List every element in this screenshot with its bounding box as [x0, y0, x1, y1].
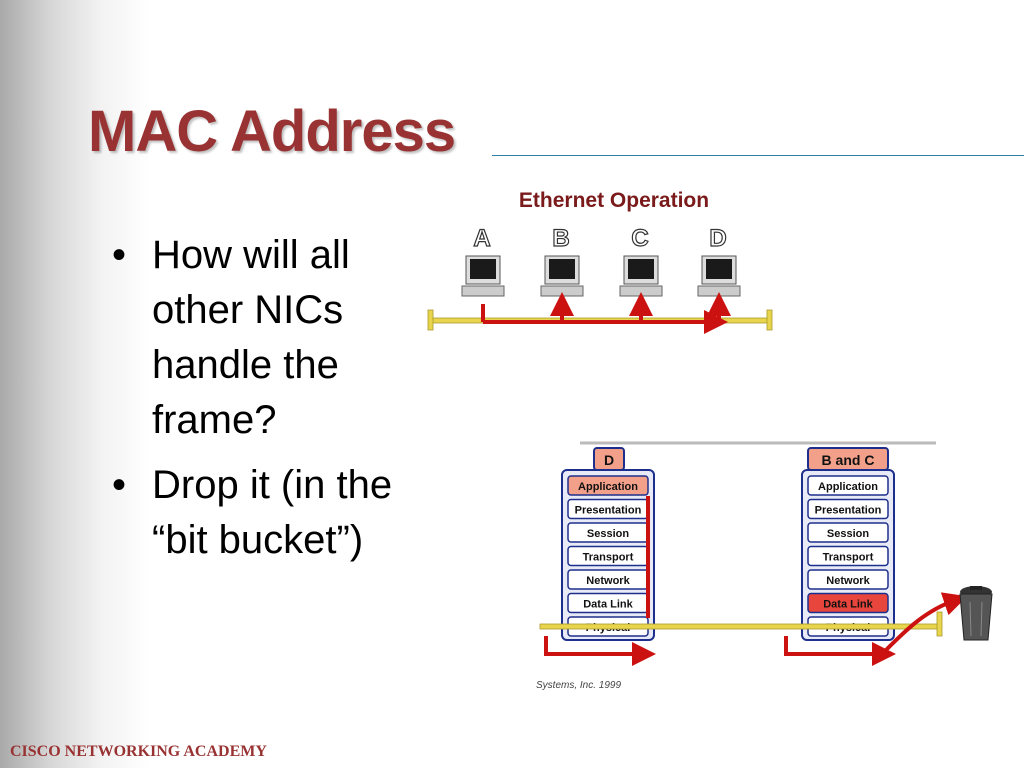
bullet-text: How will all other NICs handle the frame… — [152, 233, 350, 442]
osi-comparison-figure: D ApplicationPresentationSessionTranspor… — [539, 441, 993, 666]
station-label-a: A — [473, 225, 490, 252]
layer-label: Network — [586, 575, 630, 587]
station-a: A — [461, 224, 505, 297]
bullet-item: • Drop it (in the “bit bucket”) — [112, 458, 432, 568]
bc-layer-presentation: Presentation — [807, 498, 889, 520]
station-d: D — [697, 224, 741, 297]
station-label-c: C — [631, 225, 648, 252]
figure-copyright: Systems, Inc. 1999 — [536, 680, 622, 691]
ethernet-operation-figure: Ethernet Operation A B C D — [427, 189, 773, 334]
layer-label: Application — [818, 481, 878, 493]
computer-icon — [619, 255, 663, 297]
stack-header-b-and-c: B and C — [822, 452, 875, 468]
layer-label: Session — [587, 528, 629, 540]
bc-layer-transport: Transport — [807, 545, 889, 567]
computer-icon — [461, 255, 505, 297]
slide-title: MAC Address — [88, 99, 456, 164]
osi-bus — [539, 611, 943, 637]
bullet-marker: • — [112, 233, 127, 277]
layer-label: Presentation — [575, 505, 642, 517]
layer-label: Transport — [583, 552, 634, 564]
layer-label: Session — [827, 528, 869, 540]
bc-layer-application: Application — [807, 475, 889, 496]
d-layer-transport: Transport — [567, 545, 649, 567]
computer-icon — [540, 255, 584, 297]
d-layer-session: Session — [567, 522, 649, 543]
bullet-list: • How will all other NICs handle the fram… — [112, 228, 432, 578]
layer-label: Application — [578, 481, 638, 493]
station-label-d: D — [709, 225, 726, 252]
d-layer-presentation: Presentation — [567, 498, 649, 520]
ethernet-figure-title: Ethernet Operation — [519, 189, 709, 212]
layer-label: Data Link — [823, 599, 873, 611]
station-c: C — [619, 224, 663, 297]
bullet-item: • How will all other NICs handle the fram… — [112, 228, 432, 448]
osi-stack-b-and-c: B and C ApplicationPresentationSessionTr… — [801, 447, 895, 641]
layer-label: Network — [826, 575, 870, 587]
bc-layer-network: Network — [807, 569, 889, 590]
computer-icon — [697, 255, 741, 297]
layer-label: Presentation — [815, 505, 882, 517]
bullet-marker: • — [112, 463, 127, 507]
layer-label: Data Link — [583, 599, 633, 611]
d-layer-network: Network — [567, 569, 649, 590]
station-b: B — [540, 224, 584, 297]
footer-brand: CISCO NETWORKING ACADEMY — [10, 743, 267, 760]
signal-path — [481, 292, 731, 334]
bc-layer-data-link: Data Link — [807, 592, 889, 614]
bullet-text: Drop it (in the “bit bucket”) — [152, 463, 393, 562]
osi-stack-d: D ApplicationPresentationSessionTranspor… — [561, 447, 655, 641]
stack-header-d: D — [604, 452, 614, 468]
layer-label: Transport — [823, 552, 874, 564]
osi-signal-path — [544, 496, 968, 666]
d-layer-application: Application — [567, 475, 649, 496]
station-label-b: B — [552, 225, 569, 252]
title-underline — [492, 155, 1024, 156]
trash-can-icon — [959, 586, 993, 641]
d-layer-data-link: Data Link — [567, 592, 649, 614]
bc-layer-session: Session — [807, 522, 889, 543]
